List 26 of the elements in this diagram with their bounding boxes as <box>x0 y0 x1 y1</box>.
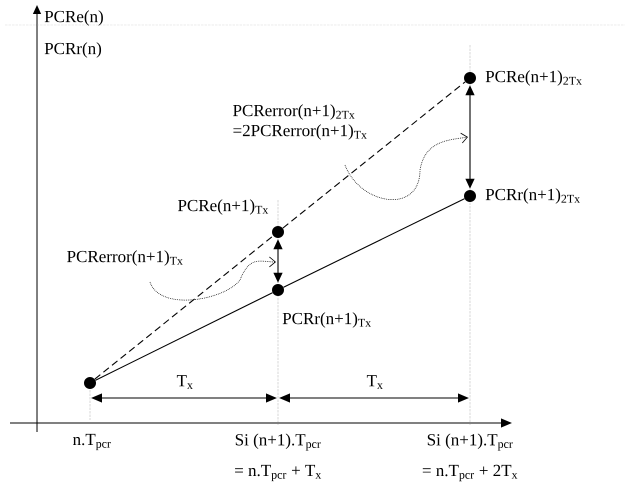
leader-line <box>150 256 276 300</box>
point-label: PCRr(n+1)$_{Tx}$ <box>282 312 371 328</box>
point-label: PCRe(n+1)$_{Tx}$ <box>178 199 268 215</box>
point-label: PCRr(n+1)$_{2Tx}$ <box>486 188 580 204</box>
callout-text: PCRerror(n+1)$_{Tx}$ <box>67 250 183 266</box>
tick-label: Si (n+1).T$_{pcr}$ <box>428 434 513 450</box>
dimension-label: T$_{x}$ <box>366 375 383 389</box>
data-point <box>272 284 284 296</box>
data-point <box>272 226 284 238</box>
line-segment <box>95 292 273 381</box>
point-label: PCRe(n+1)$_{2Tx}$ <box>486 70 582 86</box>
line-segment <box>94 235 274 380</box>
callout-text: PCRerror(n+1)$_{2Tx}$ =2PCRerror(n+1)$_{Tx}$ <box>233 104 367 140</box>
data-point <box>464 190 476 202</box>
leader-line <box>344 132 468 200</box>
data-point <box>84 377 96 389</box>
dimension-label: T$_{x}$ <box>176 375 193 389</box>
line-segment <box>283 198 465 288</box>
axis-label: PCRr(n) <box>44 42 102 58</box>
tick-label: = n.T$_{pcr}$ + 2T$_{x}$ <box>422 464 518 482</box>
tick-label: n.T$_{pcr}$ <box>72 434 111 450</box>
line-segment <box>282 81 466 229</box>
tick-label: Si (n+1).T$_{pcr}$ <box>236 434 321 450</box>
data-point <box>464 72 476 84</box>
tick-label: = n.T$_{pcr}$ + T$_{x}$ <box>235 464 322 482</box>
axis-label: PCRe(n) <box>44 10 103 26</box>
